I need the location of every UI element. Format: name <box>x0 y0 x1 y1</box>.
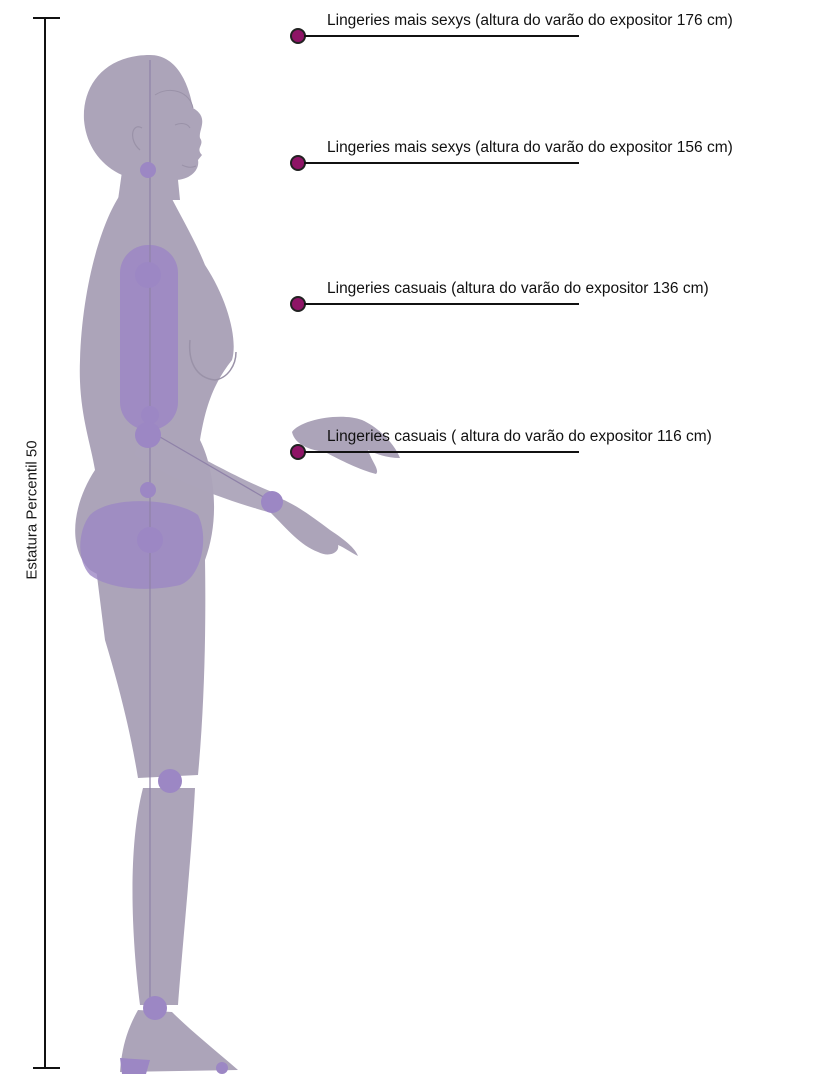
stature-label-text: Estatura Percentil 50 <box>24 440 41 579</box>
lower-leg <box>132 788 195 1005</box>
marker-line <box>304 162 579 164</box>
body-silhouette <box>75 55 400 1074</box>
marker-line <box>304 303 579 305</box>
annotation-text: Lingeries mais sexys (altura do varão do… <box>327 139 733 157</box>
annotation-text: Lingeries casuais ( altura do varão do e… <box>327 428 712 446</box>
head <box>84 55 202 180</box>
annotation-176: Lingeries mais sexys (altura do varão do… <box>290 14 820 44</box>
marker-line <box>304 35 579 37</box>
heel <box>120 1058 150 1074</box>
annotation-116: Lingeries casuais ( altura do varão do e… <box>290 430 820 460</box>
annotation-136: Lingeries casuais (altura do varão do ex… <box>290 282 820 312</box>
stature-axis-label: Estatura Percentil 50 <box>12 0 52 1075</box>
marker-line <box>304 451 579 453</box>
annotation-text: Lingeries casuais (altura do varão do ex… <box>327 280 709 298</box>
annotation-156: Lingeries mais sexys (altura do varão do… <box>290 141 820 171</box>
annotation-text: Lingeries mais sexys (altura do varão do… <box>327 12 733 30</box>
hand <box>270 495 358 556</box>
